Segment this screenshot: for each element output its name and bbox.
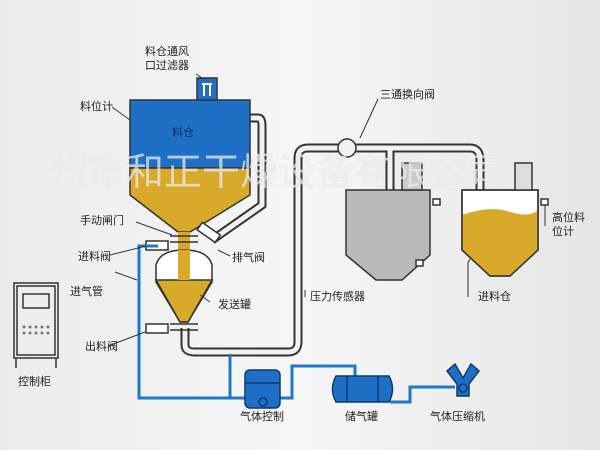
label-filter-1: 料仓通风 [145,45,189,58]
label-receiving-bin: 进料仓 [478,290,511,303]
label-outlet-valve: 出料阀 [85,340,118,353]
label-high-level-meter-1: 高位料 [552,211,585,224]
label-send-tank: 发送罐 [218,298,251,311]
gas-control-unit [244,369,281,409]
label-three-way-valve: 三通换向阀 [380,88,435,101]
label-compressor: 气体压缩机 [430,410,485,423]
label-air-tank: 储气罐 [345,410,378,423]
compressor [445,362,481,397]
label-filter-2: 口过滤器 [145,59,189,72]
control-cabinet [13,282,59,368]
silo [129,77,251,233]
label-high-level-meter-2: 位计 [552,225,574,238]
label-exhaust-valve: 排气阀 [232,251,265,264]
label-air-inlet-pipe: 进气管 [70,285,103,298]
receiving-bin [461,162,549,277]
send-tank [145,221,222,334]
label-level-meter: 料位计 [80,100,113,113]
air-tank [331,375,394,403]
three-way-valve [337,138,357,158]
label-gas-control: 气体控制 [240,410,284,423]
pressure-tank [345,162,441,281]
air-line [137,244,455,404]
label-inlet-valve: 进料阀 [78,250,111,263]
label-manual-gate: 手动闸门 [80,214,124,227]
watermark: 州市和正干燥设备有限公司 [50,150,507,194]
label-control-cabinet: 控制柜 [18,375,51,388]
label-pressure-sensor: 压力传感器 [310,290,365,303]
label-silo: 料仓 [172,126,194,139]
